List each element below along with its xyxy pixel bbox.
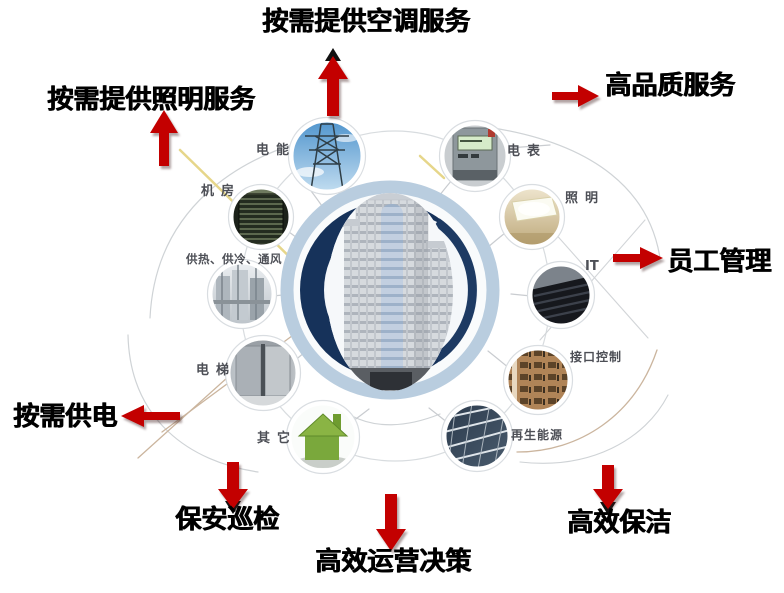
down-arrow-icon (218, 462, 248, 509)
up-arrow-icon (150, 110, 178, 166)
node-label-interface-control: 接口控制 (570, 350, 623, 364)
label-power-supply: 按需供电 (13, 402, 118, 432)
down-arrow-icon (593, 465, 623, 509)
service-arrows (121, 48, 663, 551)
node-label-power: 电能 (256, 143, 297, 158)
node-label-lighting: 照明 (565, 191, 606, 206)
label-operations-decision: 高效运营决策 (315, 547, 472, 577)
hvac-equipment-icon (206, 258, 278, 330)
node-label-it: IT (585, 259, 599, 274)
right-arrow-icon (613, 247, 663, 269)
label-air-conditioning-service: 按需提供空调服务 (262, 7, 471, 37)
node-label-elevator: 电梯 (196, 363, 237, 378)
solar-panel-icon (440, 399, 514, 473)
label-cleaning: 高效保洁 (567, 508, 672, 538)
node-label-other: 其它 (257, 431, 298, 446)
node-label-meter: 电表 (507, 144, 548, 159)
arrow-tip-shadow (325, 48, 341, 61)
laptop-icon (526, 260, 596, 330)
label-staff-management: 员工管理 (667, 247, 772, 277)
up-arrow-icon (318, 56, 348, 116)
circuit-board-icon (502, 344, 574, 416)
node-circles (206, 116, 596, 475)
down-arrow-icon (376, 494, 406, 551)
label-security-patrol: 保安巡检 (175, 505, 280, 535)
server-room-icon (227, 183, 295, 251)
left-arrow-icon (121, 405, 180, 427)
elevator-icon (224, 334, 302, 412)
ceiling-light-icon (498, 183, 566, 251)
node-label-renewable-energy: 再生能源 (511, 428, 564, 442)
hub-ring (280, 180, 500, 400)
transmission-tower-icon (287, 116, 367, 196)
label-high-quality-service: 高品质服务 (605, 71, 736, 101)
label-lighting-service: 按需提供照明服务 (47, 85, 256, 115)
node-label-hvac: 供热、供冷、通风 (186, 252, 282, 266)
green-house-icon (285, 399, 361, 475)
right-arrow-icon (552, 85, 599, 107)
node-label-server-room: 机房 (201, 184, 242, 199)
electric-meter-icon (438, 119, 512, 193)
